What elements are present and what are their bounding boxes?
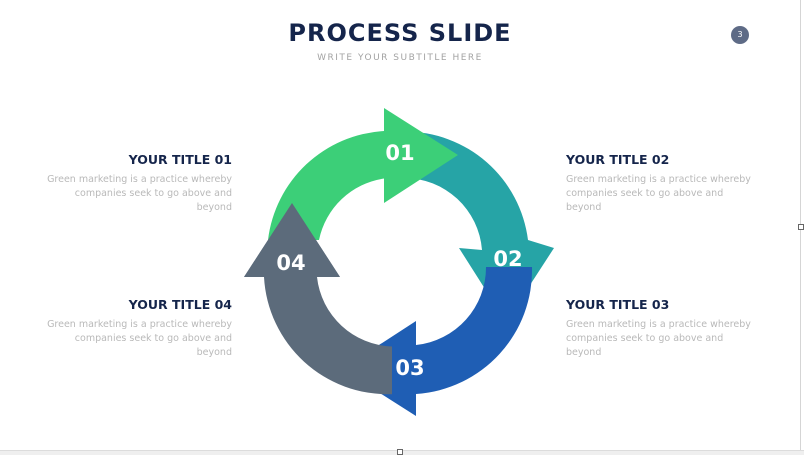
step-03-desc-line-2: companies seek to go above and beyond: [566, 333, 724, 358]
resize-handle-bottom[interactable]: [397, 449, 403, 455]
slide-subtitle[interactable]: WRITE YOUR SUBTITLE HERE: [317, 53, 483, 63]
step-03-desc-line-1: Green marketing is a practice whereby: [566, 319, 751, 330]
step-number-02: 02: [493, 247, 522, 271]
step-01-description[interactable]: Green marketing is a practice whereby co…: [42, 173, 232, 215]
step-04-title[interactable]: YOUR TITLE 04: [128, 297, 232, 312]
step-number-03: 03: [395, 356, 424, 380]
resize-handle-right[interactable]: [798, 224, 804, 230]
step-03-title[interactable]: YOUR TITLE 03: [566, 297, 670, 312]
step-04-description[interactable]: Green marketing is a practice whereby co…: [42, 318, 232, 360]
step-04-desc-line-2: companies seek to go above and beyond: [74, 333, 232, 358]
slide-title[interactable]: PROCESS SLIDE: [288, 19, 512, 47]
step-number-04: 04: [276, 251, 305, 275]
step-03-description[interactable]: Green marketing is a practice whereby co…: [566, 318, 756, 360]
cycle-arrow-04-tip: [244, 203, 340, 277]
page-number-badge: 3: [731, 26, 749, 44]
step-02-desc-line-2: companies seek to go above and beyond: [566, 188, 724, 213]
step-02-description[interactable]: Green marketing is a practice whereby co…: [566, 173, 756, 215]
step-02-desc-line-1: Green marketing is a practice whereby: [566, 174, 751, 185]
step-02-title[interactable]: YOUR TITLE 02: [566, 152, 670, 167]
step-01-desc-line-1: Green marketing is a practice whereby: [47, 174, 232, 185]
cycle-arrow-03[interactable]: [342, 267, 533, 416]
step-01-desc-line-2: companies seek to go above and beyond: [74, 188, 232, 213]
cycle-arrow-01[interactable]: [268, 108, 458, 240]
step-number-01: 01: [385, 141, 414, 165]
step-01-title[interactable]: YOUR TITLE 01: [128, 152, 232, 167]
step-04-desc-line-1: Green marketing is a practice whereby: [47, 319, 232, 330]
